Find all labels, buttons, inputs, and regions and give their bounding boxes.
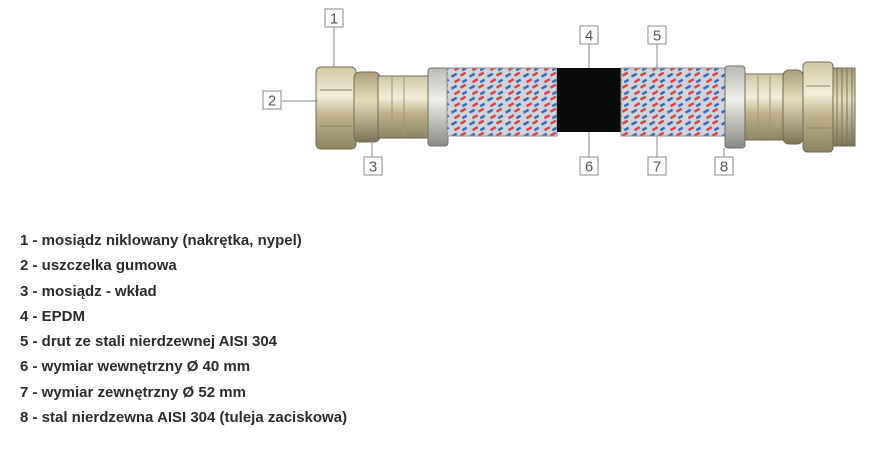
braided-hose-left (446, 67, 558, 137)
legend-item: 5 - drut ze stali nierdzewnej AISI 304 (20, 333, 278, 351)
callout-4-label: 4 (585, 28, 593, 45)
right-ferrule (724, 65, 746, 149)
braided-hose-right (620, 67, 726, 137)
hose-assembly-diagram: 1 2 3 4 5 6 7 8 (262, 8, 856, 176)
callout-8: 8 (714, 156, 734, 176)
callout-8-label: 8 (720, 159, 728, 176)
brass-insert (353, 71, 429, 143)
left-nut (315, 66, 357, 150)
callout-5-label: 5 (653, 28, 661, 45)
legend-item: 7 - wymiar zewnętrzny Ø 52 mm (20, 383, 246, 401)
callout-2: 2 (262, 90, 282, 110)
callout-4: 4 (579, 25, 599, 45)
legend-item: 4 - EPDM (20, 307, 86, 325)
epdm-core (557, 68, 621, 132)
callout-6: 6 (579, 156, 599, 176)
legend-item: 3 - mosiądz - wkład (20, 282, 157, 300)
legend-item: 8 - stal nierdzewna AISI 304 (tuleja zac… (20, 409, 348, 427)
leader-lines (282, 26, 725, 158)
callout-3: 3 (363, 156, 383, 176)
right-hex-nipple (802, 61, 856, 153)
callout-3-label: 3 (369, 159, 377, 176)
left-ferrule (427, 67, 449, 147)
callout-1: 1 (324, 8, 344, 28)
legend-item: 1 - mosiądz niklowany (nakrętka, nypel) (20, 232, 302, 249)
callout-7: 7 (647, 156, 667, 176)
legend-item: 2 - uszczelka gumowa (20, 257, 177, 275)
callout-2-label: 2 (268, 93, 276, 110)
legend-item: 6 - wymiar wewnętrzny Ø 40 mm (20, 358, 251, 376)
callout-1-label: 1 (330, 11, 338, 28)
callout-7-label: 7 (653, 159, 661, 176)
callout-6-label: 6 (585, 159, 593, 176)
callout-5: 5 (647, 25, 667, 45)
right-insert (744, 69, 804, 145)
parts-legend: 1 - mosiądz niklowany (nakrętka, nypel) … (20, 228, 347, 430)
